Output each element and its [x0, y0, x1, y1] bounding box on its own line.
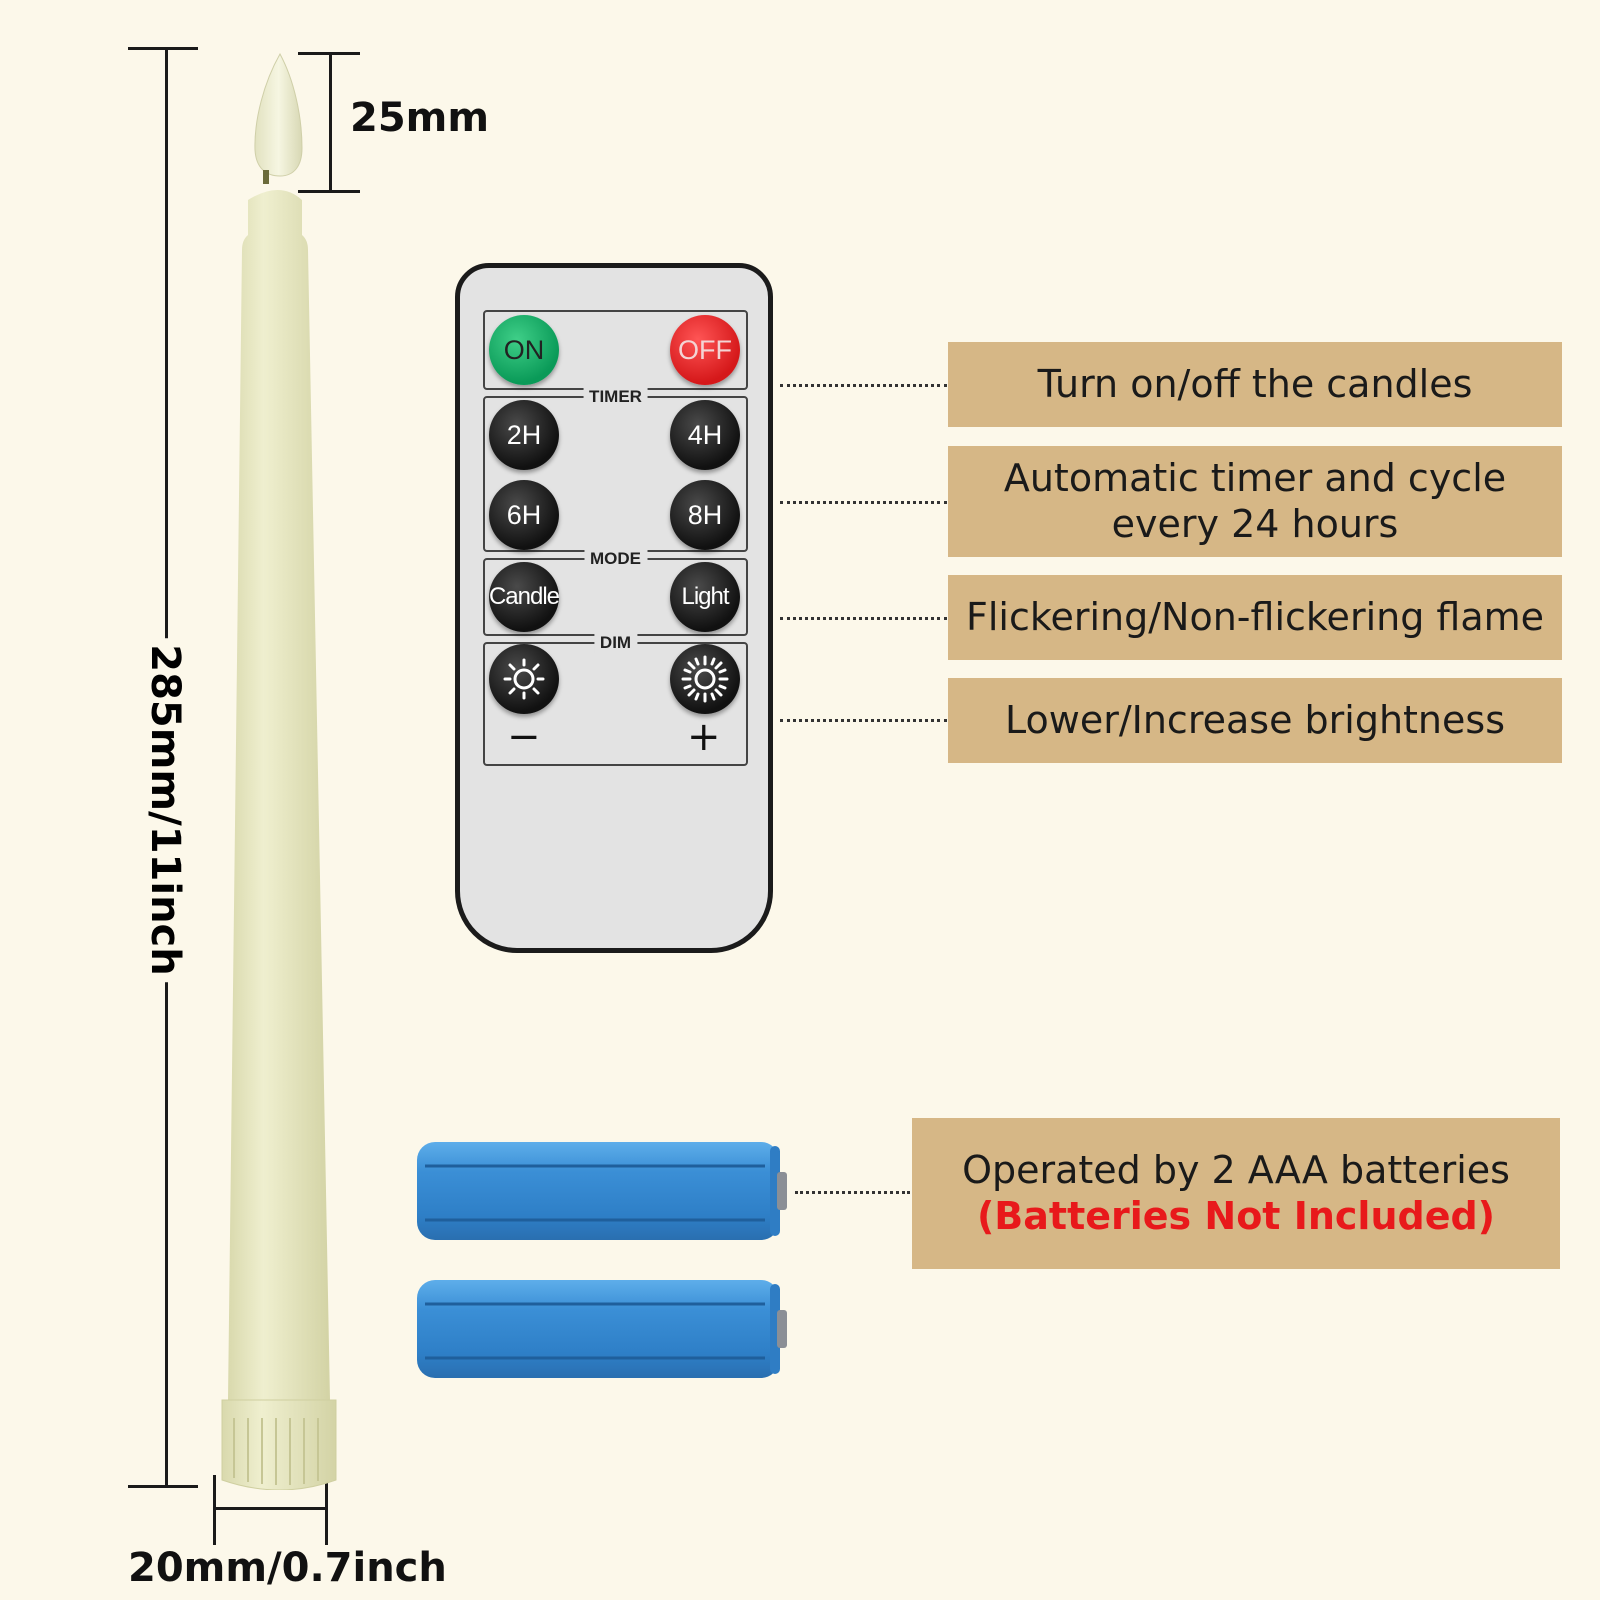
power-group: ON OFF — [483, 310, 748, 390]
dim-increase-button[interactable] — [670, 644, 740, 714]
mode-group: MODE Candle Light — [483, 549, 748, 636]
callout-leader-dim — [780, 719, 947, 722]
callout-timer-line1: Automatic timer and cycle — [1003, 455, 1507, 500]
flame-height-label: 25mm — [350, 95, 490, 141]
sun-bright-icon — [681, 655, 729, 703]
candle-width-label: 20mm/0.7inch — [128, 1545, 447, 1591]
mode-candle-button[interactable]: Candle — [489, 562, 560, 632]
timer-8h-button[interactable]: 8H — [670, 480, 740, 550]
callout-power-text: Turn on/off the candles — [1037, 361, 1473, 406]
callout-power: Turn on/off the candles — [948, 342, 1562, 427]
candle-height-label: 285mm/11inch — [142, 638, 188, 982]
off-button[interactable]: OFF — [670, 315, 740, 385]
callout-leader-power — [780, 384, 947, 387]
callout-leader-mode — [780, 617, 947, 620]
callout-timer: Automatic timer and cycle every 24 hours — [948, 446, 1562, 557]
callout-mode-text: Flickering/Non-flickering flame — [965, 594, 1545, 639]
aaa-battery-2 — [417, 1280, 787, 1378]
timer-group: TIMER 2H 4H 6H 8H — [483, 387, 748, 552]
minus-symbol: − — [507, 714, 541, 760]
callout-battery-line1: Operated by 2 AAA batteries — [962, 1147, 1510, 1192]
callout-leader-battery — [795, 1191, 910, 1194]
aaa-battery-1 — [417, 1142, 787, 1240]
callout-battery: Operated by 2 AAA batteries (Batteries N… — [912, 1118, 1560, 1269]
callout-dim: Lower/Increase brightness — [948, 678, 1562, 763]
callout-leader-timer — [780, 501, 947, 504]
on-button[interactable]: ON — [489, 315, 559, 385]
callout-dim-text: Lower/Increase brightness — [1005, 697, 1505, 742]
taper-candle-image — [221, 52, 337, 1490]
mode-label: MODE — [584, 549, 647, 569]
plus-symbol: + — [687, 714, 721, 760]
remote-control: ON OFF TIMER 2H 4H 6H 8H MODE Candle Lig… — [455, 263, 773, 953]
timer-2h-button[interactable]: 2H — [489, 400, 559, 470]
timer-6h-button[interactable]: 6H — [489, 480, 559, 550]
timer-4h-button[interactable]: 4H — [670, 400, 740, 470]
callout-mode: Flickering/Non-flickering flame — [948, 575, 1562, 660]
callout-timer-line2: every 24 hours — [1111, 501, 1399, 546]
mode-light-button[interactable]: Light — [670, 562, 740, 632]
dim-label: DIM — [593, 633, 638, 653]
dim-lower-button[interactable] — [489, 644, 559, 714]
timer-label: TIMER — [583, 387, 648, 407]
dim-group: DIM — [483, 633, 748, 766]
callout-battery-warning: (Batteries Not Included) — [976, 1193, 1496, 1238]
sun-dim-icon — [503, 658, 545, 700]
